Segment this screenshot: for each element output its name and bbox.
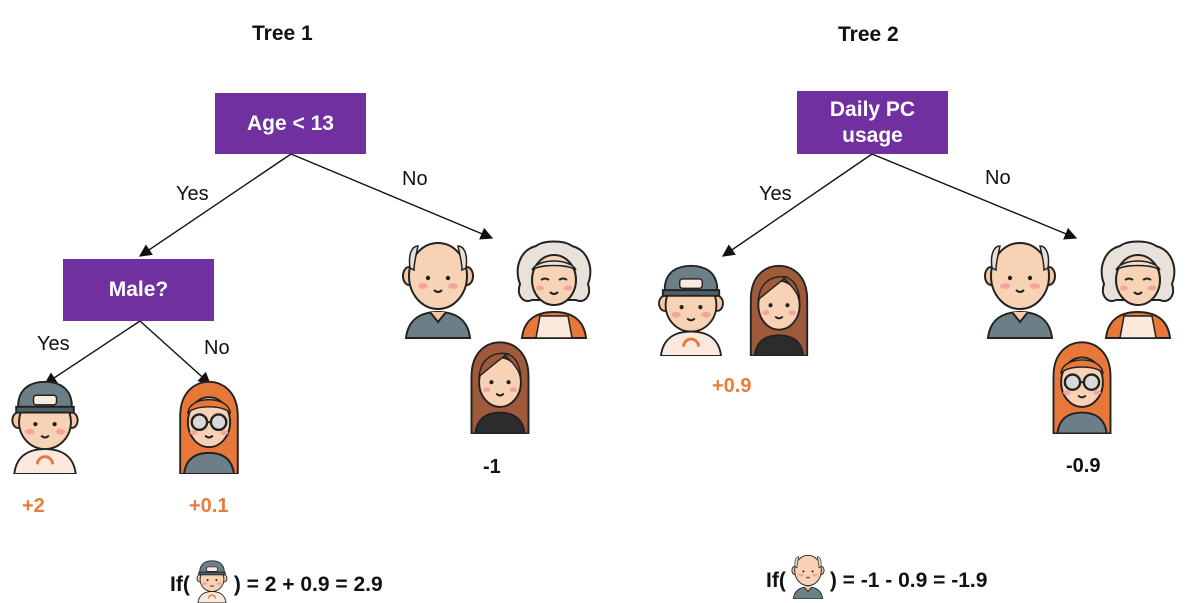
tree2-title: Tree 2 [838,23,899,46]
tree1-formula-prefix: If( [170,573,190,596]
tree1-child-no-label: No [204,337,230,359]
young-woman-icon [462,338,538,434]
old-man-icon [788,553,828,599]
tree2-root-yes-label: Yes [759,183,792,205]
tree1-leaf-adults-value: -1 [483,456,501,478]
edge-tree2-root-no [871,153,1078,240]
tree1-leaf-boy-value: +2 [22,495,45,517]
tree1-title: Tree 1 [252,22,313,45]
tree2-formula: If( ) = -1 - 0.9 = -1.9 [766,553,987,599]
girl-glasses-icon [1044,338,1120,434]
old-man-icon [980,236,1060,340]
old-woman-icon [514,236,594,340]
tree1-child-yes-label: Yes [37,333,70,355]
tree2-formula-prefix: If( [766,569,786,592]
tree1-root-yes-label: Yes [176,183,209,205]
edge-tree2-root-yes [721,153,873,257]
tree1-formula-suffix: ) = 2 + 0.9 = 2.9 [233,573,383,596]
tree1-root-no-label: No [402,168,428,190]
boy-cap-icon [192,559,232,603]
tree1-child-node: Male? [63,259,214,321]
old-man-icon [398,236,478,340]
tree1-root-node: Age < 13 [215,93,366,154]
boy-cap-icon [6,378,84,474]
girl-glasses-icon [170,378,248,474]
edge-tree1-root-yes [138,153,292,257]
old-woman-icon [1098,236,1178,340]
tree2-leaf-young-value: +0.9 [712,375,752,397]
tree1-formula: If( ) = 2 + 0.9 = 2.9 [170,559,383,603]
boy-cap-icon [652,262,730,356]
tree1-leaf-girl-value: +0.1 [189,495,229,517]
edge-tree1-child-yes [43,320,141,385]
tree2-formula-suffix: ) = -1 - 0.9 = -1.9 [829,569,988,592]
edge-tree1-child-no [139,320,211,385]
tree2-root-node: Daily PC usage [797,91,948,154]
tree2-root-no-label: No [985,167,1011,189]
tree2-leaf-others-value: -0.9 [1066,455,1101,477]
edge-tree1-root-no [290,153,494,240]
young-woman-icon [740,262,818,356]
